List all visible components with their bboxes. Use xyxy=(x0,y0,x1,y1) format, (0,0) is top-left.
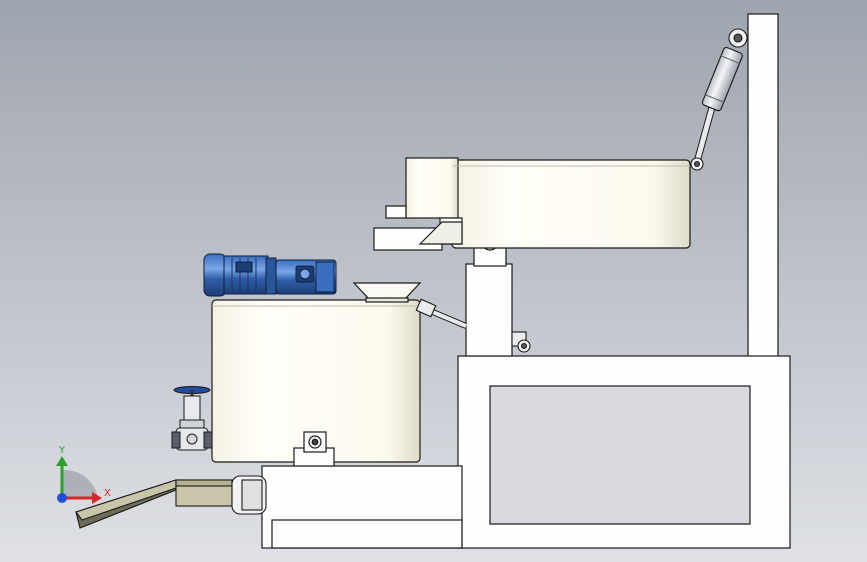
gate-valve[interactable] xyxy=(171,386,213,451)
triad-x-label: X xyxy=(104,488,111,499)
discharge-chute[interactable] xyxy=(75,475,267,529)
upper-drum[interactable] xyxy=(373,157,691,251)
lower-tank[interactable] xyxy=(211,299,421,467)
motor-fan-cover xyxy=(203,253,227,297)
frame-column[interactable] xyxy=(747,13,779,359)
coordinate-triad-icon: Y X xyxy=(56,445,111,504)
hydraulic-cylinder[interactable] xyxy=(690,28,748,171)
motor-flange xyxy=(265,257,277,295)
frame-window xyxy=(489,385,751,525)
main-frame[interactable] xyxy=(261,13,791,549)
drive-motor[interactable] xyxy=(203,253,337,297)
frame-base-foot xyxy=(271,519,463,549)
upper-drum-cap xyxy=(405,157,459,219)
feed-hopper[interactable] xyxy=(352,282,422,303)
triad-y-label: Y xyxy=(58,445,66,456)
link-rod[interactable] xyxy=(415,298,531,353)
support-post[interactable] xyxy=(465,233,513,357)
upper-drum-body[interactable] xyxy=(451,159,691,249)
